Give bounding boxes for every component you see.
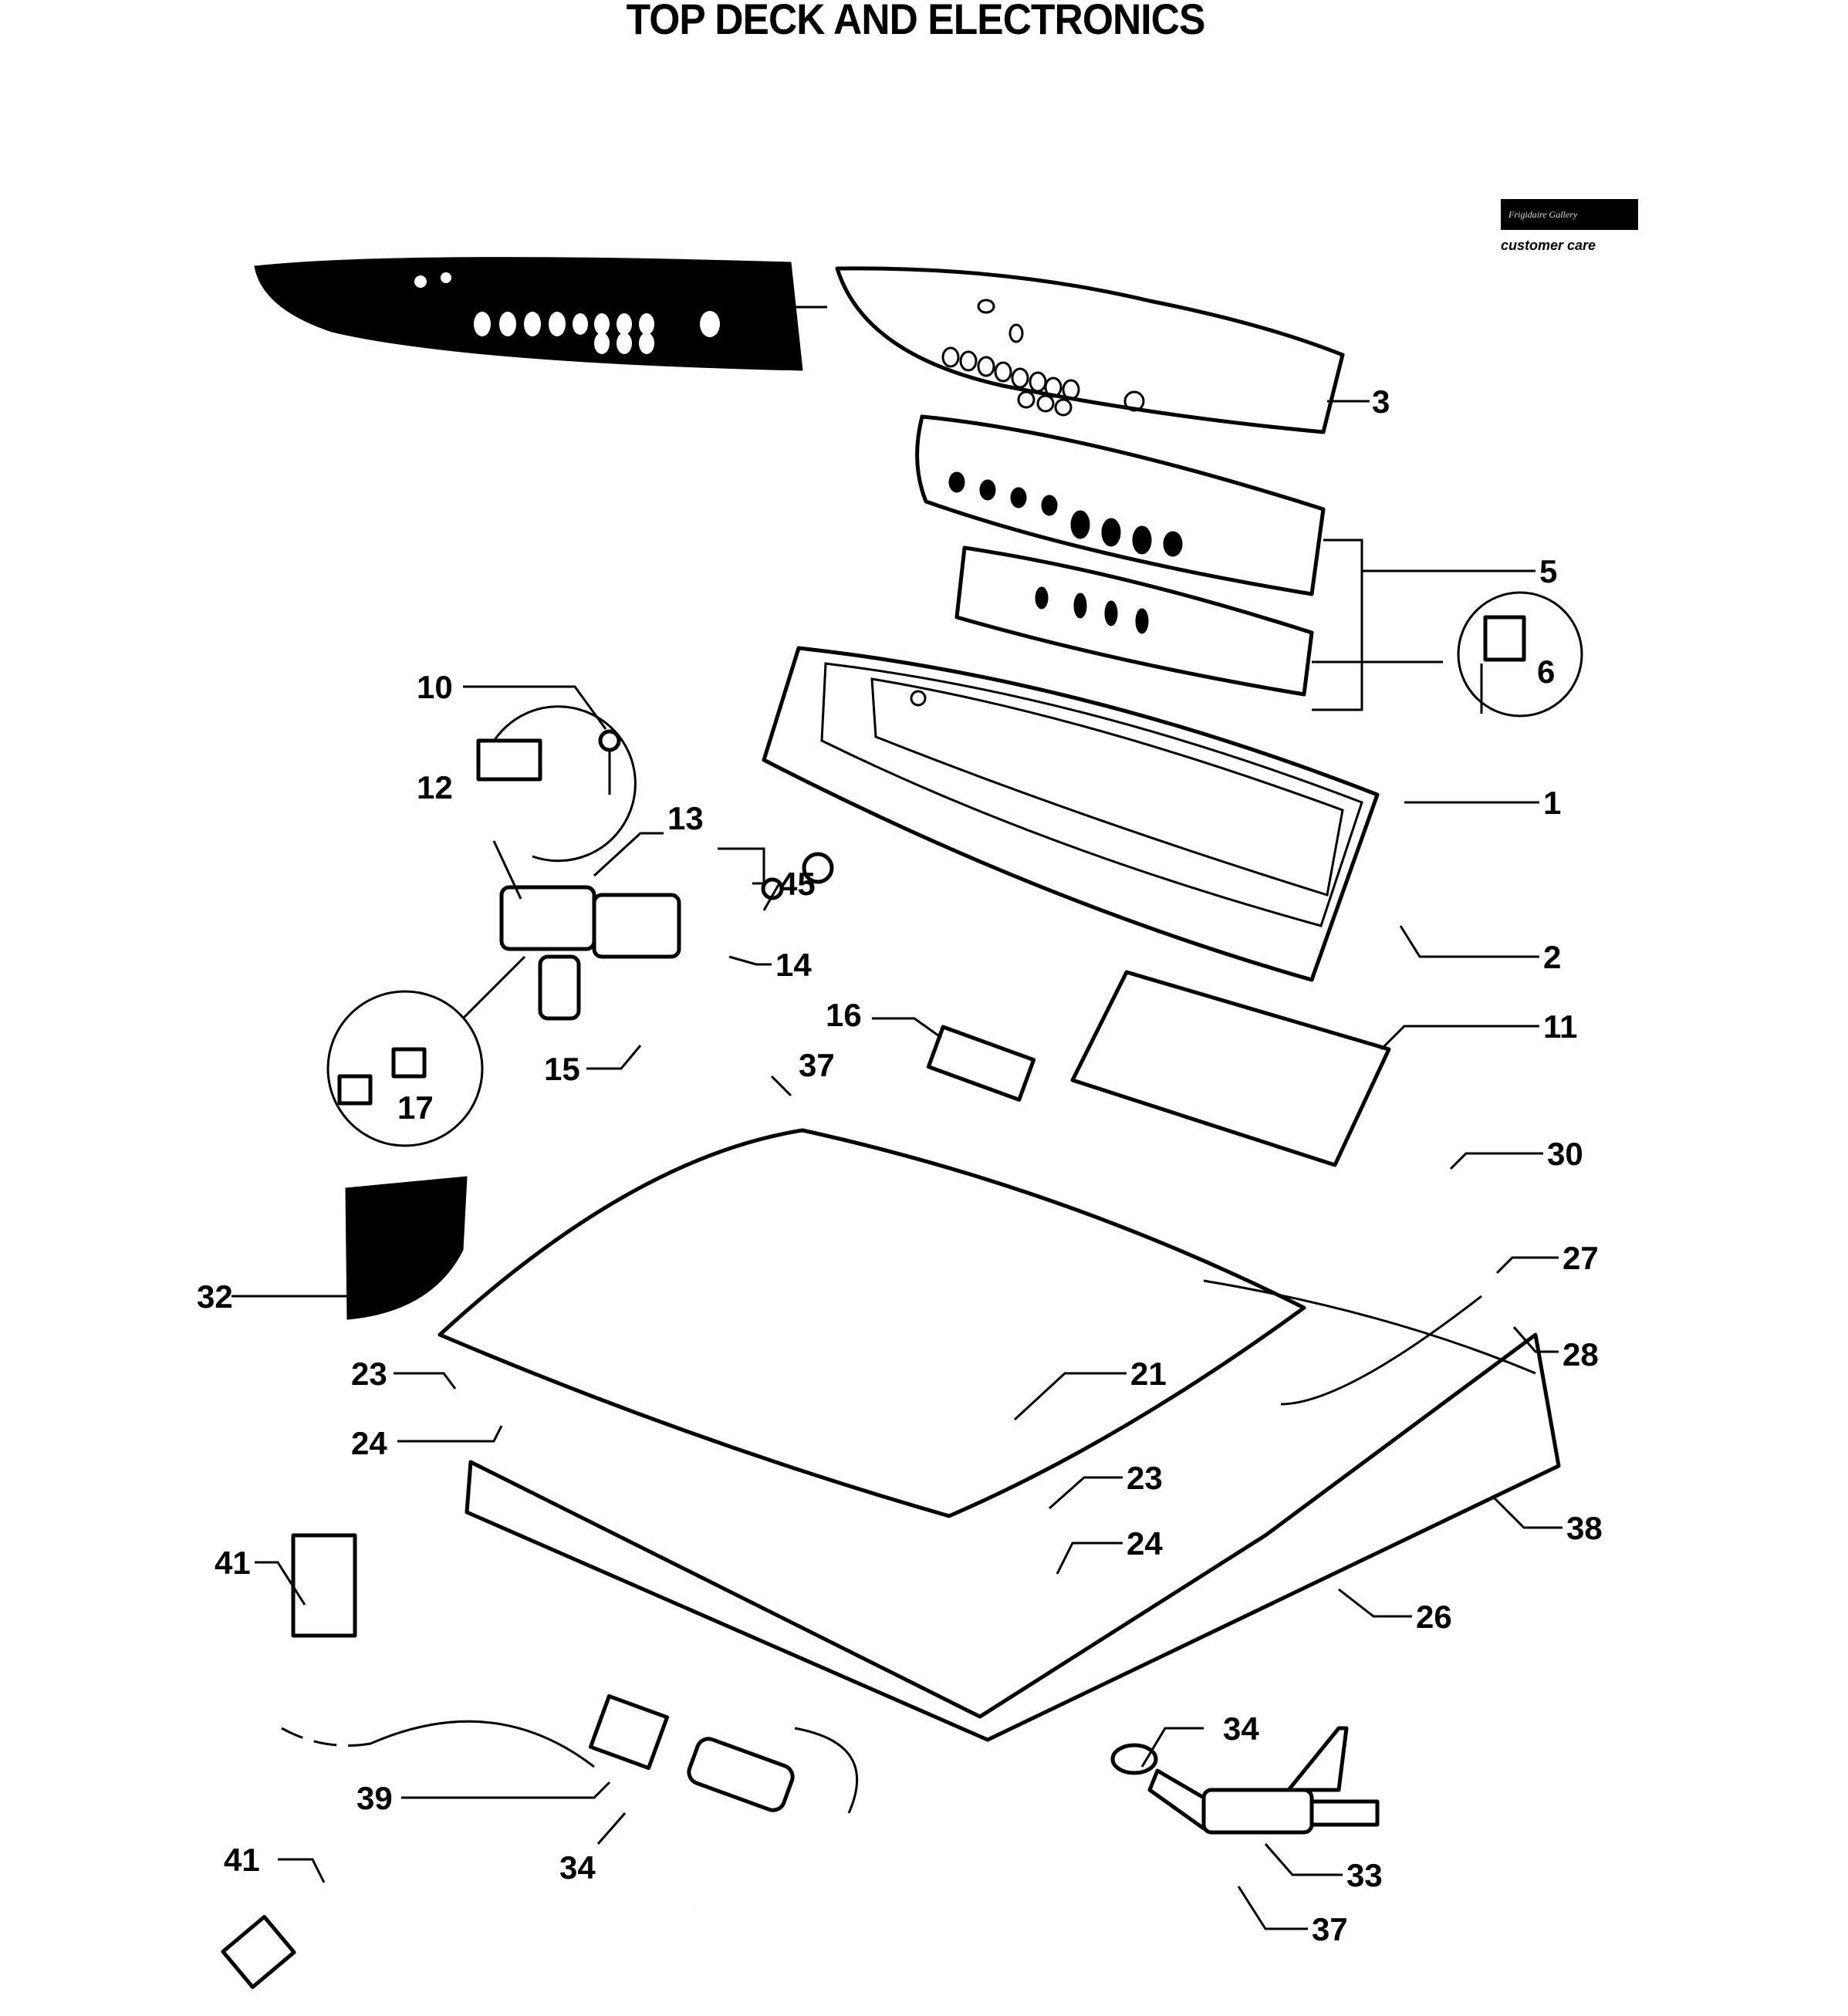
callout-38: 39 (356, 1780, 393, 1816)
top-deck-part (465, 1279, 1561, 1742)
callout-34-upper: 37 (799, 1047, 835, 1083)
callout-34-lower: 38 (1566, 1510, 1603, 1546)
callout-16: 16 (826, 997, 862, 1033)
screw-10-part (598, 729, 621, 795)
callout-6: 6 (1537, 653, 1555, 690)
brand-logo: Frigidaire Gallery (1501, 199, 1638, 230)
leader-lines (231, 400, 1563, 1930)
callout-37-left: 34 (559, 1849, 596, 1886)
callout-45: 45 (779, 866, 816, 902)
callout-39: 41 (215, 1545, 251, 1581)
lid-part (438, 1128, 1306, 1518)
callout-32: 33 (1346, 1857, 1383, 1893)
callout-14: 14 (775, 947, 812, 983)
callout-23-left: 23 (351, 1356, 387, 1392)
callout-10: 10 (417, 669, 453, 705)
callout-3: 3 (1372, 383, 1390, 420)
callout-1: 1 (1543, 785, 1561, 821)
harness-detail (326, 955, 526, 1147)
callout-37-right: 37 (1312, 1911, 1348, 1947)
callout-labels: 3 5 6 10 1 2 12 13 45 14 15 16 17 37 11 … (197, 383, 1603, 1947)
panel-buttons (414, 272, 720, 354)
callout-15: 15 (544, 1051, 580, 1087)
warning-label-part (345, 1176, 468, 1320)
callout-27: 28 (1563, 1336, 1599, 1373)
callout-24-right: 24 (1127, 1525, 1163, 1562)
callout-23-right: 23 (1127, 1460, 1163, 1496)
bracket-part (926, 1025, 1036, 1102)
callout-5: 5 (1539, 553, 1557, 589)
callout-33: 34 (1223, 1710, 1259, 1747)
callout-28: 30 (1547, 1136, 1583, 1172)
lid-switch-part (281, 1694, 859, 1814)
console-overlay-part (835, 266, 1345, 434)
callout-2: 2 (1543, 939, 1561, 975)
callout-41: 41 (224, 1842, 260, 1878)
callout-17: 17 (397, 1089, 434, 1126)
callout-12: 12 (417, 769, 453, 805)
diagram-title: TOP DECK AND ELECTRONICS (73, 0, 1772, 44)
console-housing-part (762, 646, 1380, 982)
main-board-part (1070, 970, 1391, 1167)
callout-24-left: 24 (351, 1425, 387, 1461)
power-cord-part (221, 1833, 695, 1989)
water-valve-part (499, 852, 834, 1021)
wire-connector-detail (1457, 591, 1583, 718)
callout-26: 27 (1563, 1240, 1599, 1276)
literature-bag-part (291, 1533, 357, 1638)
callout-25: 26 (1416, 1599, 1452, 1635)
callout-13: 13 (667, 800, 704, 836)
brand-name: Frigidaire Gallery (1508, 208, 1578, 220)
callout-21: 21 (1130, 1356, 1167, 1392)
ui-boards-part (915, 414, 1326, 697)
lid-lock-part (1110, 1726, 1380, 1835)
title-text: TOP DECK AND ELECTRONICS (626, 0, 1206, 43)
control-panel-front (254, 257, 827, 371)
valve-connector-detail (476, 705, 637, 900)
customer-care-logo: customer care (1501, 238, 1596, 253)
callout-11: 11 (1543, 1008, 1577, 1045)
callout-30: 32 (197, 1278, 233, 1315)
